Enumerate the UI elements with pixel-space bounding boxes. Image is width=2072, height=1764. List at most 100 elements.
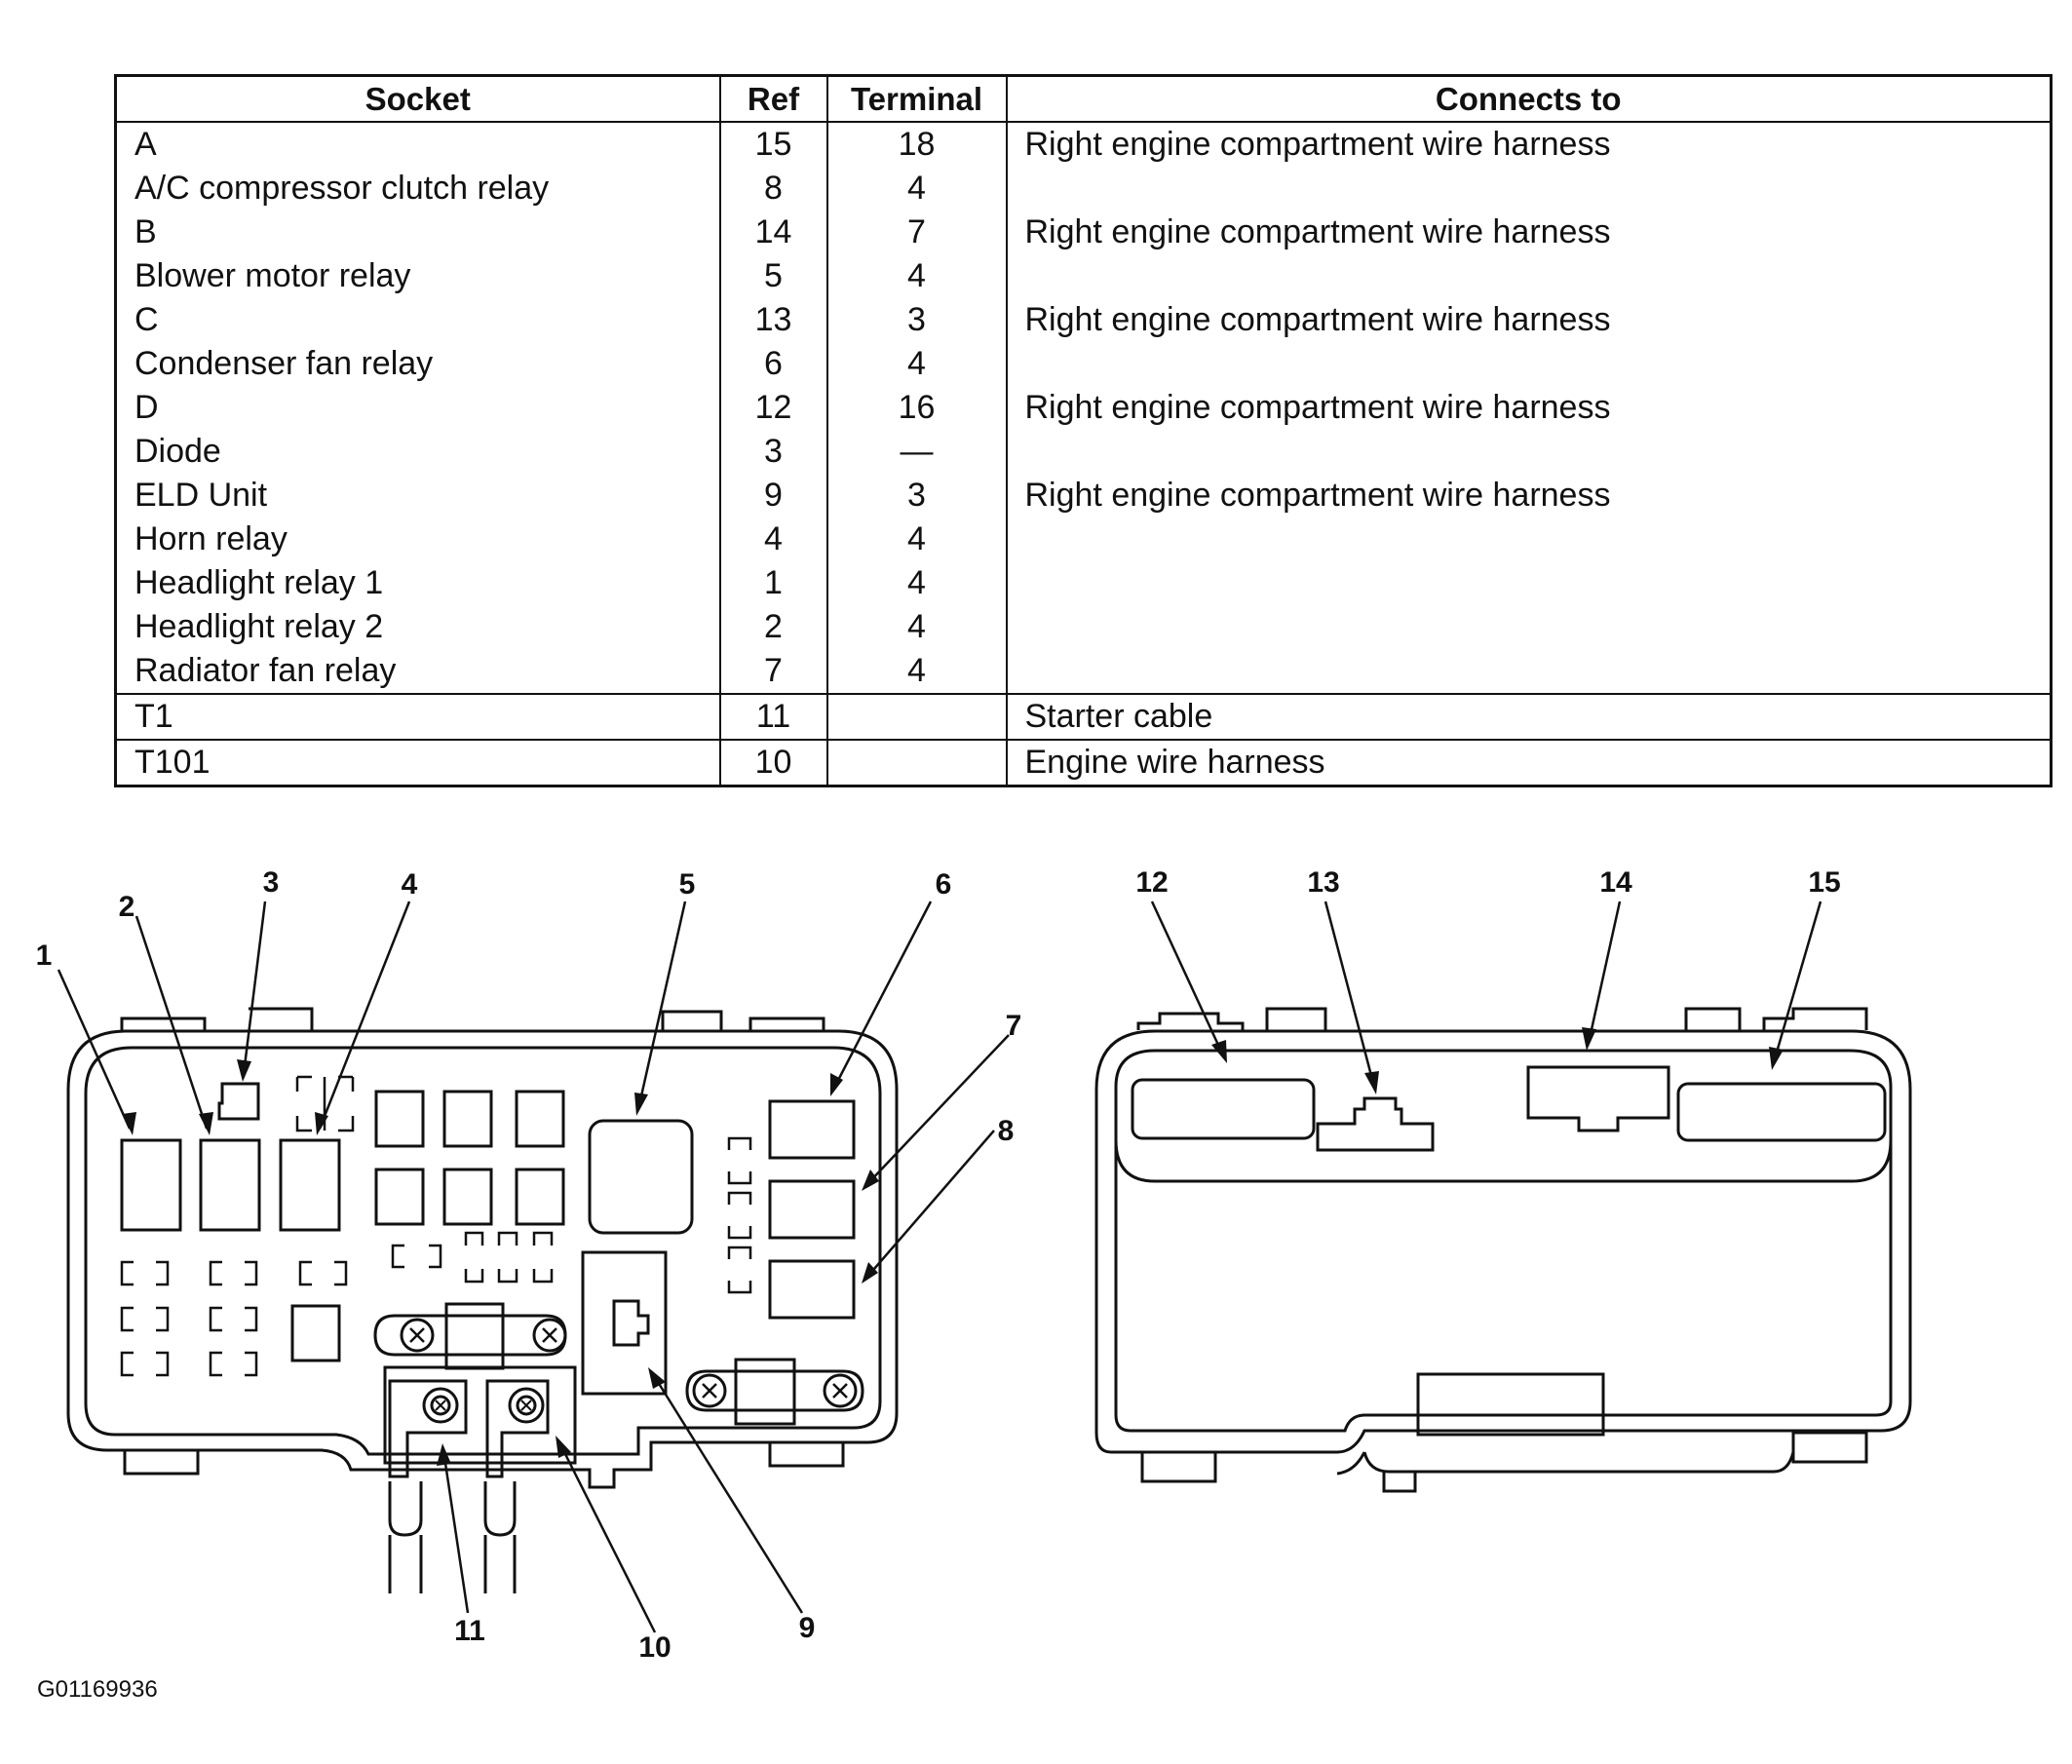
callout-1: 1 <box>36 940 53 972</box>
cell-terminal <box>825 693 1008 740</box>
left-mount-strip <box>373 1302 567 1370</box>
cell-connects-to: Right engine compartment wire harness <box>1005 474 2053 518</box>
connector-12 <box>1131 1078 1316 1140</box>
cell-socket: Condenser fan relay <box>114 342 721 386</box>
cell-terminal: 3 <box>825 474 1008 518</box>
right-cover <box>1094 1007 1912 1493</box>
table-header-row: Socket Ref Terminal Connects to <box>114 75 2053 123</box>
callout-labels: 1 2 3 4 5 6 7 8 9 10 11 12 13 14 15 <box>36 866 1841 1664</box>
cell-ref: 5 <box>718 254 828 298</box>
callout-4: 4 <box>402 868 418 901</box>
cell-ref: 12 <box>718 386 828 430</box>
terminal-frame <box>383 1365 577 1465</box>
relay-4 <box>279 1138 341 1232</box>
spare-slot <box>295 1075 355 1132</box>
arrowheads <box>122 1027 1784 1466</box>
cell-terminal: 4 <box>825 518 1008 561</box>
cell-connects-to <box>1005 167 2053 211</box>
cell-socket: Diode <box>114 430 721 474</box>
cell-connects-to: Engine wire harness <box>1005 739 2053 786</box>
cell-ref: 9 <box>718 474 828 518</box>
terminal-t1 <box>388 1379 468 1478</box>
mini-fuse-brackets <box>120 1136 752 1377</box>
header-terminal: Terminal <box>825 75 1008 123</box>
cell-socket: A <box>114 122 721 167</box>
cell-terminal: 4 <box>825 254 1008 298</box>
relay-8 <box>768 1259 856 1320</box>
cell-terminal: 7 <box>825 211 1008 254</box>
cell-socket: Radiator fan relay <box>114 649 721 694</box>
cell-socket: T1 <box>114 693 721 740</box>
right-mount-strip <box>685 1358 864 1426</box>
relay-2 <box>199 1138 261 1232</box>
cell-ref: 10 <box>718 739 828 786</box>
eld-unit-9 <box>581 1250 668 1396</box>
header-socket: Socket <box>114 75 721 123</box>
cell-terminal <box>825 739 1008 786</box>
cell-socket: T101 <box>114 739 721 786</box>
callout-13: 13 <box>1307 866 1339 899</box>
callout-12: 12 <box>1135 866 1168 899</box>
callout-8: 8 <box>998 1115 1015 1147</box>
cell-ref: 4 <box>718 518 828 561</box>
leader-lines <box>57 901 1823 1633</box>
cell-ref: 11 <box>718 693 828 740</box>
callout-2: 2 <box>119 891 135 923</box>
cell-connects-to <box>1005 518 2053 561</box>
cell-ref: 14 <box>718 211 828 254</box>
cell-connects-to <box>1005 605 2053 649</box>
cell-connects-to <box>1005 561 2053 605</box>
callout-3: 3 <box>263 866 280 899</box>
cell-connects-to: Right engine compartment wire harness <box>1005 386 2053 430</box>
connector-14 <box>1526 1065 1670 1132</box>
cell-socket: D <box>114 386 721 430</box>
cable-t1 <box>388 1481 423 1537</box>
fuse-box-diagram: 1 2 3 4 5 6 7 8 9 10 11 12 13 14 15 <box>36 866 1912 1664</box>
diode-3 <box>217 1082 260 1121</box>
cell-connects-to: Right engine compartment wire harness <box>1005 298 2053 342</box>
figure-id: G01169936 <box>37 1676 158 1703</box>
callout-10: 10 <box>638 1631 671 1664</box>
cell-socket: ELD Unit <box>114 474 721 518</box>
cell-ref: 2 <box>718 605 828 649</box>
callout-7: 7 <box>1006 1010 1022 1042</box>
cell-socket: Blower motor relay <box>114 254 721 298</box>
cell-terminal: 4 <box>825 342 1008 386</box>
cell-ref: 13 <box>718 298 828 342</box>
fuse-grid <box>290 1090 565 1362</box>
cell-terminal: 18 <box>825 122 1008 167</box>
callout-5: 5 <box>679 868 696 901</box>
cell-socket: Headlight relay 1 <box>114 561 721 605</box>
cell-terminal: 16 <box>825 386 1008 430</box>
callout-11: 11 <box>454 1615 485 1647</box>
cell-terminal: 3 <box>825 298 1008 342</box>
cell-terminal: 4 <box>825 561 1008 605</box>
connector-15 <box>1676 1082 1887 1142</box>
cell-terminal: 4 <box>825 605 1008 649</box>
header-ref: Ref <box>718 75 828 123</box>
cell-socket: A/C compressor clutch relay <box>114 167 721 211</box>
cell-socket: Horn relay <box>114 518 721 561</box>
cell-socket: B <box>114 211 721 254</box>
header-connects-to: Connects to <box>1005 75 2053 123</box>
cell-socket: Headlight relay 2 <box>114 605 721 649</box>
relay-7 <box>768 1179 856 1240</box>
cell-connects-to: Starter cable <box>1005 693 2053 740</box>
callout-6: 6 <box>936 868 952 901</box>
cable-t101 <box>483 1481 517 1537</box>
cell-ref: 15 <box>718 122 828 167</box>
terminal-t101 <box>485 1379 550 1478</box>
